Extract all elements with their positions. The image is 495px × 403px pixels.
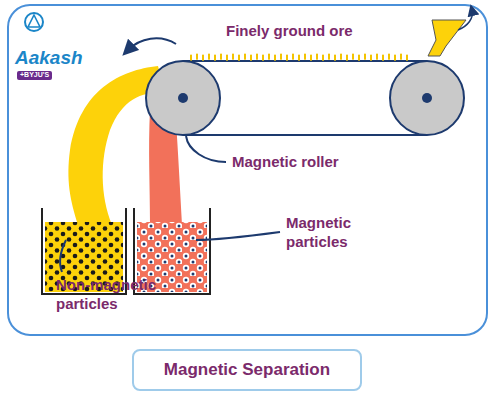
panel-border [8,5,487,335]
ore-label: Finely ground ore [226,22,426,41]
part-label: Magnetic roller [232,153,392,172]
roller [390,61,464,135]
logo-text: +BYJU'S [17,71,52,80]
logo-text: Aakash [15,46,105,70]
part-label: Non-magnetic particles [56,276,166,314]
axle [178,93,188,103]
belt [183,60,427,62]
rotation-arrow [128,38,176,50]
leader-line [60,240,66,272]
leader-line [186,136,226,162]
ore-particles [190,54,408,61]
axle [422,93,432,103]
caption: Magnetic Separation [164,360,330,380]
rotation-arrow [458,10,472,30]
leader-line [196,232,280,240]
caption-box: Magnetic Separation [132,349,362,391]
magnetic-roller [146,61,220,135]
hopper [428,20,466,56]
belt [183,134,427,136]
part-label: Magnetic particles [286,214,386,252]
logo-icon [25,13,43,31]
